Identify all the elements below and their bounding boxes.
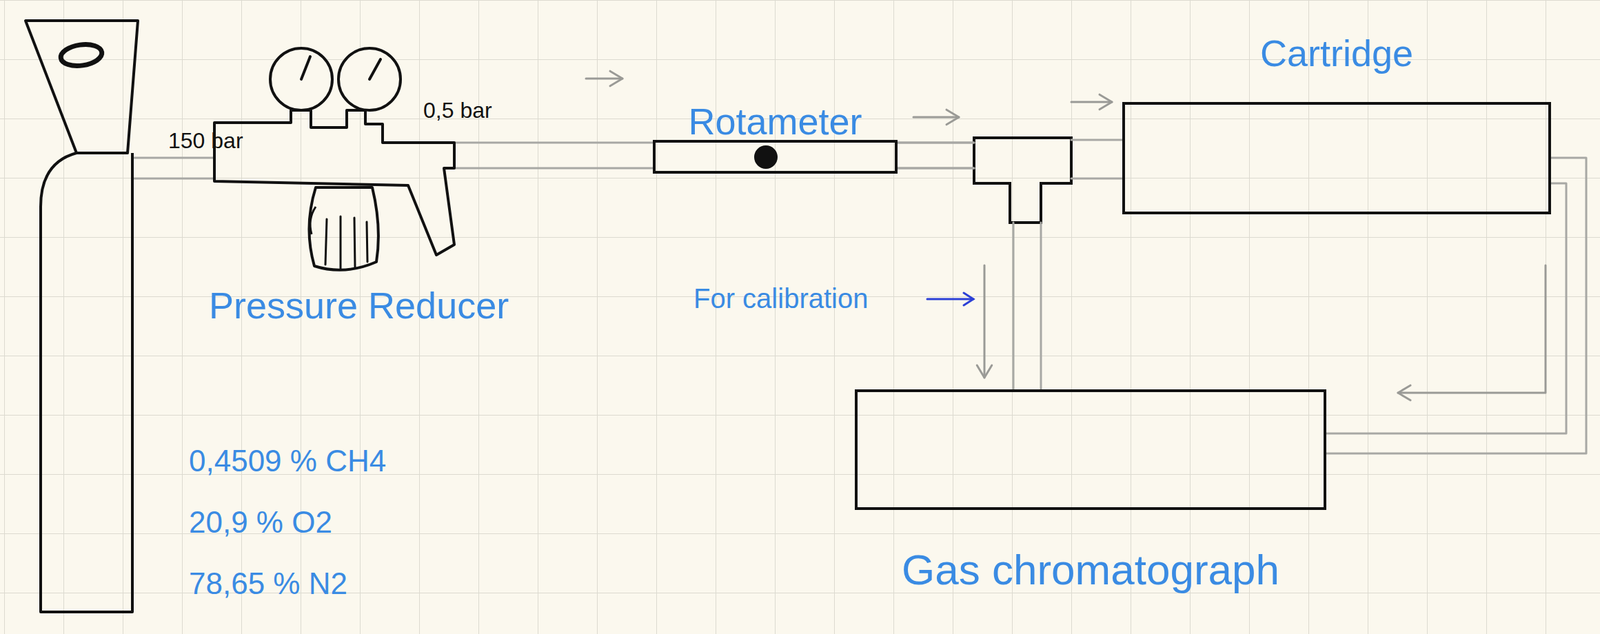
pipe-line bbox=[454, 167, 653, 170]
pipe-line bbox=[897, 142, 975, 145]
rotameter-tube: Rotameter bbox=[652, 139, 898, 174]
pipe-line bbox=[897, 167, 975, 170]
component-label: Cartridge bbox=[1260, 31, 1414, 75]
pipe-line bbox=[1071, 139, 1123, 142]
pipe-line bbox=[454, 142, 653, 145]
pipe-line bbox=[132, 157, 215, 160]
gas-composition: 0,4509 % CH4 bbox=[188, 443, 387, 480]
pipe-line bbox=[1071, 177, 1123, 180]
pipe-line bbox=[1326, 157, 1587, 454]
component-label: Rotameter bbox=[687, 99, 862, 143]
pipe-line bbox=[1040, 222, 1043, 390]
calibration-note: For calibration bbox=[693, 282, 868, 315]
flow-arrow bbox=[913, 116, 959, 119]
t-piece bbox=[974, 137, 1072, 223]
arrow-head bbox=[610, 71, 623, 87]
flow-arrow bbox=[1071, 101, 1112, 104]
flow-arrow bbox=[1398, 265, 1546, 393]
gas-pipe-connector bbox=[897, 142, 1041, 390]
flow-arrow bbox=[983, 265, 986, 378]
gas-pipe-connector bbox=[132, 157, 215, 179]
gas-chromatograph-box: Gas chromatograph bbox=[854, 389, 1327, 511]
arrow-head bbox=[1398, 385, 1411, 401]
pipe-line bbox=[1326, 183, 1567, 434]
pipe-line bbox=[897, 142, 975, 145]
pipe-line bbox=[897, 167, 975, 170]
flow-arrow bbox=[585, 77, 623, 80]
pressure-value: 0,5 bar bbox=[423, 97, 493, 124]
cartridge-box: Cartridge bbox=[1122, 102, 1552, 215]
pressure-reducer: Pressure Reducer bbox=[206, 41, 552, 331]
arrow-head bbox=[976, 365, 992, 378]
pipe-line bbox=[132, 177, 215, 180]
arrow-head bbox=[1099, 94, 1112, 110]
gas-pipe-connector bbox=[897, 94, 1123, 179]
component-label: Gas chromatograph bbox=[901, 545, 1280, 595]
gas-composition: 20,9 % O2 bbox=[188, 505, 333, 541]
pipe-line bbox=[1012, 222, 1015, 390]
rotameter-tube-drawing bbox=[655, 142, 895, 171]
gas-composition: 78,65 % N2 bbox=[188, 566, 348, 602]
pressure-value: 150 bar bbox=[168, 128, 244, 154]
arrow-head bbox=[946, 109, 959, 125]
component-label: Pressure Reducer bbox=[208, 284, 509, 327]
gas-pipe-connector bbox=[1326, 157, 1587, 454]
calibration-arrow bbox=[927, 292, 974, 306]
